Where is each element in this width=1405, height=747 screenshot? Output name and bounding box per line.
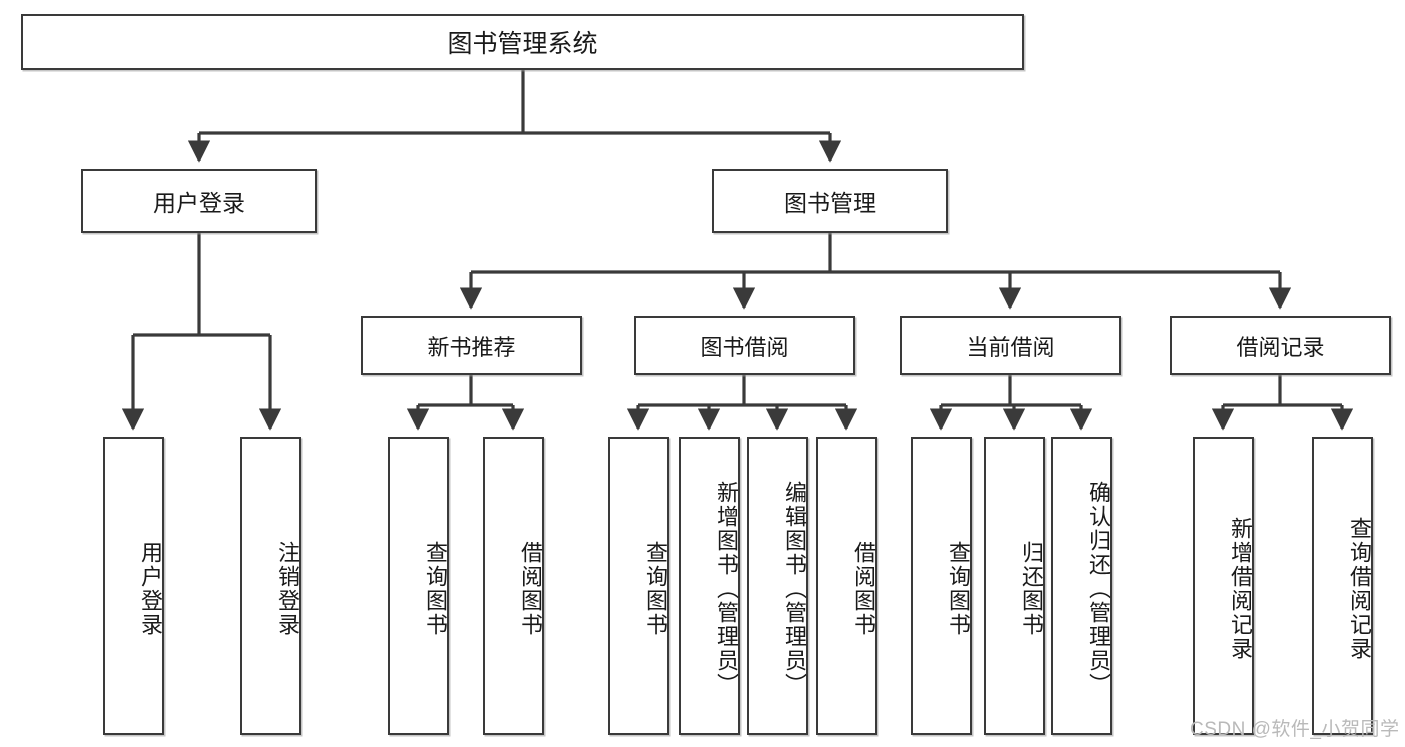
leaf-current-confirm[interactable]: 确认归还（管理员） (1051, 437, 1112, 735)
node-user-login-label: 用户登录 (153, 190, 245, 216)
node-current-borrow[interactable]: 当前借阅 (900, 316, 1121, 375)
leaf-borrow-borrow-label: 借阅图书 (851, 541, 876, 637)
node-borrow-record-label: 借阅记录 (1236, 334, 1325, 360)
node-book-borrow[interactable]: 图书借阅 (634, 316, 855, 375)
leaf-borrow-edit-label: 编辑图书（管理员） (782, 481, 807, 697)
leaf-user-logout[interactable]: 注销登录 (240, 437, 301, 735)
leaf-borrow-add[interactable]: 新增图书（管理员） (679, 437, 740, 735)
csdn-watermark: CSDN @软件_小贺同学 (1190, 719, 1400, 740)
leaf-record-query[interactable]: 查询借阅记录 (1312, 437, 1373, 735)
leaf-record-add-label: 新增借阅记录 (1228, 517, 1253, 661)
node-current-borrow-label: 当前借阅 (966, 334, 1055, 360)
node-new-book-label: 新书推荐 (427, 334, 516, 360)
leaf-borrow-query[interactable]: 查询图书 (608, 437, 669, 735)
leaf-newbook-query[interactable]: 查询图书 (388, 437, 449, 735)
leaf-user-login[interactable]: 用户登录 (103, 437, 164, 735)
node-user-login[interactable]: 用户登录 (81, 169, 317, 233)
leaf-current-confirm-label: 确认归还（管理员） (1086, 481, 1111, 697)
leaf-record-query-label: 查询借阅记录 (1347, 517, 1372, 661)
node-book-borrow-label: 图书借阅 (700, 334, 789, 360)
leaf-borrow-borrow[interactable]: 借阅图书 (816, 437, 877, 735)
leaf-newbook-query-label: 查询图书 (423, 541, 448, 637)
node-new-book[interactable]: 新书推荐 (361, 316, 582, 375)
leaf-record-add[interactable]: 新增借阅记录 (1193, 437, 1254, 735)
node-book-manage-label: 图书管理 (784, 190, 876, 216)
leaf-newbook-borrow-label: 借阅图书 (518, 541, 543, 637)
node-root[interactable]: 图书管理系统 (21, 14, 1024, 70)
node-root-label: 图书管理系统 (447, 30, 598, 58)
leaf-current-query[interactable]: 查询图书 (911, 437, 972, 735)
leaf-current-return[interactable]: 归还图书 (984, 437, 1045, 735)
leaf-user-login-label: 用户登录 (138, 541, 163, 637)
leaf-newbook-borrow[interactable]: 借阅图书 (483, 437, 544, 735)
leaf-borrow-query-label: 查询图书 (643, 541, 668, 637)
node-borrow-record[interactable]: 借阅记录 (1170, 316, 1391, 375)
leaf-borrow-edit[interactable]: 编辑图书（管理员） (747, 437, 808, 735)
node-book-manage[interactable]: 图书管理 (712, 169, 948, 233)
leaf-user-logout-label: 注销登录 (275, 541, 300, 637)
leaf-current-query-label: 查询图书 (946, 541, 971, 637)
leaf-current-return-label: 归还图书 (1019, 541, 1044, 637)
leaf-borrow-add-label: 新增图书（管理员） (714, 481, 739, 697)
